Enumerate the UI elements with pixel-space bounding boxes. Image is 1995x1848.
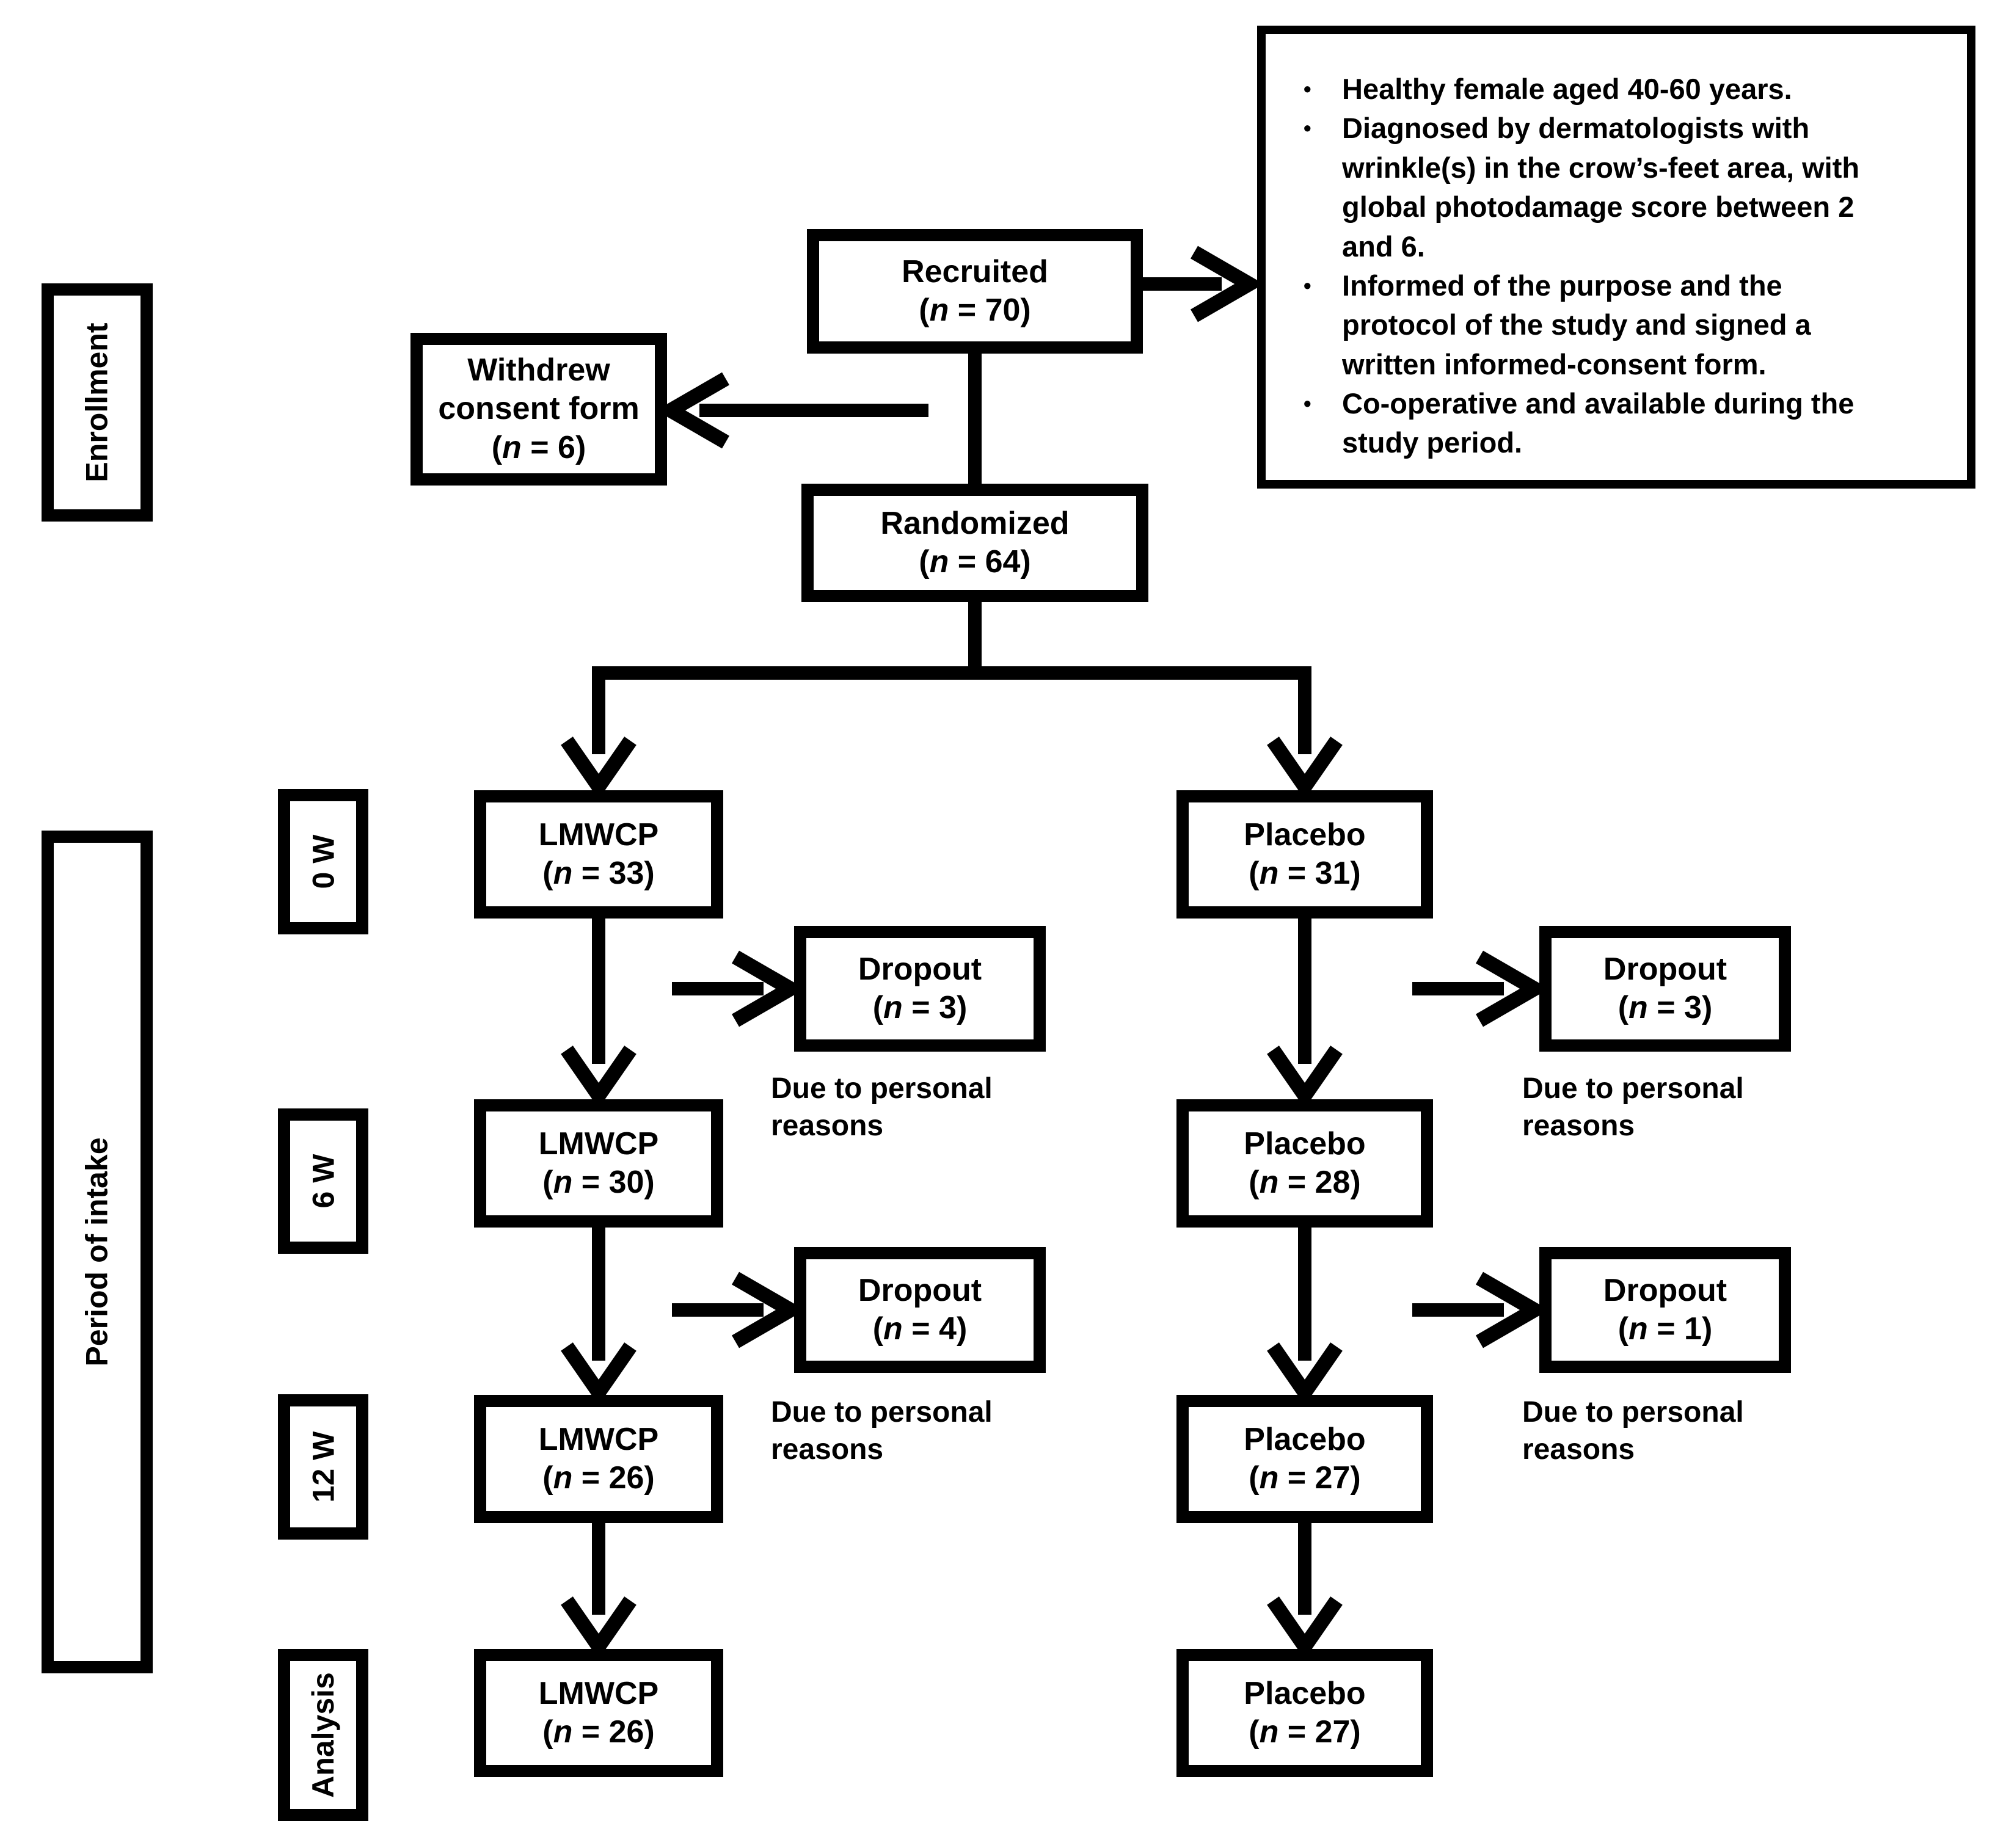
- node-placebo-dropout-6w: Dropout (n = 3): [1539, 926, 1791, 1052]
- node-randomized-title: Randomized: [880, 505, 1070, 541]
- timepoint-label-0w-text: 0 W: [306, 834, 340, 889]
- eligibility-criteria-box: Healthy female aged 40-60 years. Diagnos…: [1257, 26, 1975, 489]
- stage-label-enrollment: Enrollment: [42, 283, 153, 522]
- criteria-item-2: Diagnosed by dermatologists with wrinkle…: [1290, 109, 1894, 266]
- node-placebo-12w: Placebo (n = 27): [1176, 1395, 1433, 1523]
- arrow-placebo-0w-6w-head: [1267, 1046, 1343, 1109]
- node-placebo-6w-count: (n = 28): [1249, 1165, 1361, 1200]
- node-lmwcp-analysis-count: (n = 26): [542, 1714, 655, 1750]
- arrow-lmwcp-0w-6w-head: [561, 1046, 636, 1109]
- node-lmwcp-6w-title: LMWCP: [538, 1126, 659, 1162]
- node-lmwcp-analysis: LMWCP (n = 26): [474, 1649, 723, 1777]
- node-lmwcp-12w: LMWCP (n = 26): [474, 1395, 723, 1523]
- node-placebo-dropout-12w-count: (n = 1): [1618, 1311, 1713, 1347]
- timepoint-label-6w: 6 W: [278, 1108, 368, 1254]
- arrow-recruited-to-criteria-head: [1190, 246, 1264, 322]
- node-lmwcp-dropout-12w: Dropout (n = 4): [794, 1247, 1046, 1373]
- arrow-to-withdrew-head: [656, 372, 730, 449]
- node-recruited: Recruited (n = 70): [807, 229, 1143, 354]
- timepoint-label-analysis: Analysis: [278, 1649, 368, 1821]
- arrow-lmwcp-dropout2-head: [731, 1271, 805, 1348]
- arrow-lmwcp-6w-12w-head: [561, 1342, 636, 1406]
- node-recruited-count: (n = 70): [919, 293, 1031, 328]
- arrow-placebo-dropout2-head: [1475, 1271, 1549, 1348]
- timepoint-label-0w: 0 W: [278, 789, 368, 934]
- node-recruited-title: Recruited: [902, 253, 1048, 289]
- dropout-reason-lmwcp-12w: Due to personal reasons: [771, 1396, 993, 1466]
- node-withdrew-consent-count: (n = 6): [491, 429, 586, 465]
- node-withdrew-consent-title: Withdrew consent form: [438, 352, 640, 427]
- arrow-placebo-6w-12w-head: [1267, 1342, 1343, 1406]
- node-withdrew-consent: Withdrew consent form (n = 6): [410, 333, 667, 486]
- arrow-placebo-12w-analysis-head: [1267, 1596, 1343, 1660]
- dropout-reason-placebo-12w: Due to personal reasons: [1522, 1396, 1744, 1466]
- node-lmwcp-0w: LMWCP (n = 33): [474, 790, 723, 919]
- node-placebo-dropout-12w-title: Dropout: [1603, 1272, 1727, 1308]
- node-lmwcp-6w-count: (n = 30): [542, 1165, 655, 1200]
- node-lmwcp-0w-title: LMWCP: [538, 817, 659, 853]
- node-placebo-analysis-title: Placebo: [1244, 1675, 1366, 1711]
- node-lmwcp-0w-count: (n = 33): [542, 856, 655, 891]
- node-lmwcp-dropout-12w-title: Dropout: [858, 1272, 982, 1308]
- criteria-item-4: Co-operative and available during the st…: [1290, 384, 1894, 463]
- timepoint-label-12w-text: 12 W: [306, 1431, 341, 1503]
- node-randomized-count: (n = 64): [919, 544, 1031, 580]
- arrow-lmwcp-dropout1-head: [731, 950, 805, 1027]
- node-placebo-analysis-count: (n = 27): [1249, 1714, 1361, 1750]
- stage-label-period-of-intake-text: Period of intake: [80, 1137, 115, 1367]
- stage-label-period-of-intake: Period of intake: [42, 831, 153, 1673]
- node-placebo-dropout-12w: Dropout (n = 1): [1539, 1247, 1791, 1373]
- branch-left-head: [561, 737, 636, 800]
- criteria-item-1: Healthy female aged 40-60 years.: [1290, 70, 1894, 109]
- node-lmwcp-dropout-6w-count: (n = 3): [872, 990, 968, 1025]
- node-placebo-dropout-6w-title: Dropout: [1603, 951, 1727, 987]
- node-placebo-analysis: Placebo (n = 27): [1176, 1649, 1433, 1777]
- timepoint-label-6w-text: 6 W: [306, 1154, 340, 1209]
- node-placebo-0w-title: Placebo: [1244, 817, 1366, 853]
- branch-right-head: [1267, 737, 1343, 800]
- node-lmwcp-analysis-title: LMWCP: [538, 1675, 659, 1711]
- timepoint-label-analysis-text: Analysis: [306, 1672, 341, 1798]
- arrow-placebo-dropout1-head: [1475, 950, 1549, 1027]
- node-placebo-0w-count: (n = 31): [1249, 856, 1361, 891]
- node-lmwcp-dropout-6w-title: Dropout: [858, 951, 982, 987]
- stage-label-enrollment-text: Enrollment: [80, 322, 115, 482]
- node-placebo-6w-title: Placebo: [1244, 1126, 1366, 1162]
- timepoint-label-12w: 12 W: [278, 1394, 368, 1540]
- node-placebo-0w: Placebo (n = 31): [1176, 790, 1433, 919]
- node-randomized: Randomized (n = 64): [801, 484, 1148, 602]
- node-lmwcp-dropout-6w: Dropout (n = 3): [794, 926, 1046, 1052]
- node-placebo-12w-count: (n = 27): [1249, 1460, 1361, 1496]
- node-placebo-6w: Placebo (n = 28): [1176, 1099, 1433, 1228]
- node-placebo-12w-title: Placebo: [1244, 1421, 1366, 1457]
- criteria-item-3: Informed of the purpose and the protocol…: [1290, 266, 1894, 384]
- dropout-reason-lmwcp-6w: Due to personal reasons: [771, 1072, 993, 1143]
- node-lmwcp-12w-count: (n = 26): [542, 1460, 655, 1496]
- arrow-lmwcp-12w-analysis-head: [561, 1596, 636, 1660]
- node-lmwcp-dropout-12w-count: (n = 4): [872, 1311, 968, 1347]
- node-lmwcp-6w: LMWCP (n = 30): [474, 1099, 723, 1228]
- node-lmwcp-12w-title: LMWCP: [538, 1421, 659, 1457]
- dropout-reason-placebo-6w: Due to personal reasons: [1522, 1072, 1744, 1143]
- criteria-list: Healthy female aged 40-60 years. Diagnos…: [1266, 34, 1967, 463]
- node-placebo-dropout-6w-count: (n = 3): [1618, 990, 1713, 1025]
